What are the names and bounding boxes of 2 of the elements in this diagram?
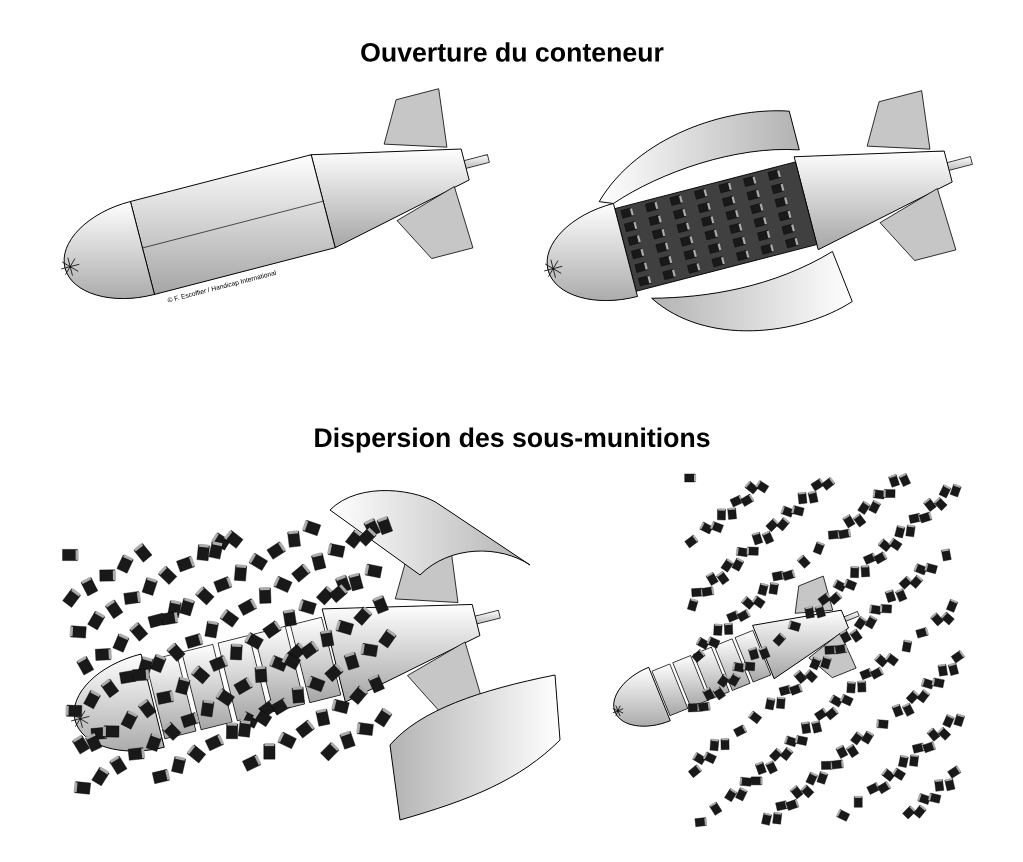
heading: Dispersion des sous-munitions bbox=[315, 427, 710, 453]
heading: Ouverture du conteneur bbox=[361, 42, 664, 62]
